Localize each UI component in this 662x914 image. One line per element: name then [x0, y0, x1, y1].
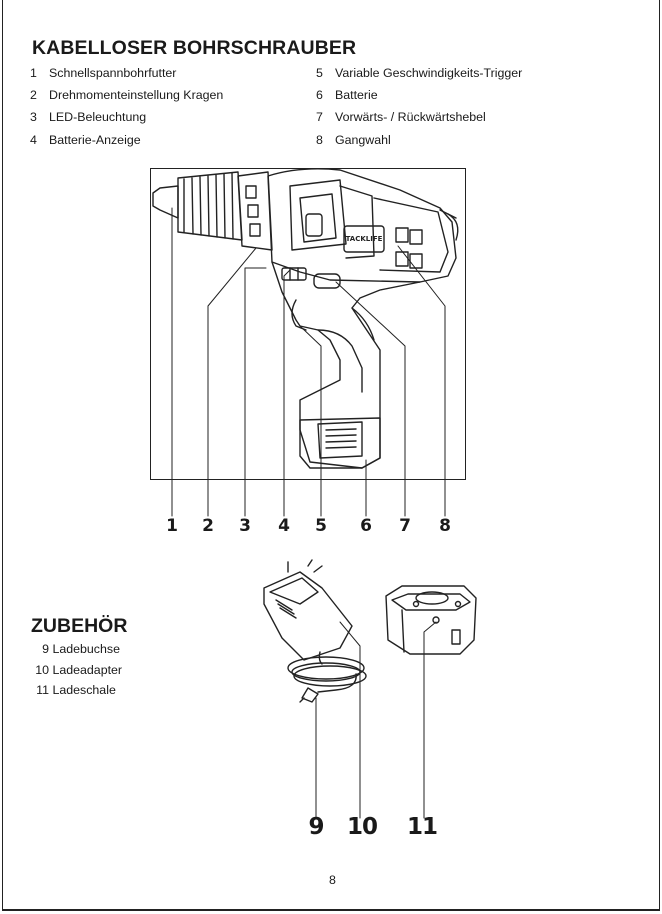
accessory-item: 10 Ladeadapter — [30, 660, 122, 681]
legend-number: 1 — [30, 62, 49, 84]
legend-number: 7 — [316, 106, 335, 128]
accessory-label: Ladeschale — [52, 683, 115, 697]
accessory-number: 11 — [30, 680, 49, 701]
accessory-label: Ladeadapter — [52, 663, 122, 677]
accessory-item: 9 Ladebuchse — [30, 639, 122, 660]
legend-number: 2 — [30, 84, 49, 106]
accessories-list: 9 Ladebuchse 10 Ladeadapter 11 Ladeschal… — [30, 639, 122, 701]
legend-number: 4 — [30, 129, 49, 151]
legend-label: Batterie-Anzeige — [49, 129, 141, 151]
page-title: KABELLOSER BOHRSCHRAUBER — [32, 37, 356, 60]
accessories-title: ZUBEHÖR — [31, 615, 127, 638]
legend-label: Vorwärts- / Rückwärtshebel — [335, 106, 486, 128]
legend-label: Variable Geschwindigkeits-Trigger — [335, 62, 522, 84]
callout-6: 6 — [360, 516, 372, 536]
callout-4: 4 — [278, 516, 290, 536]
legend-label: Schnellspannbohrfutter — [49, 62, 176, 84]
legend-label: Gangwahl — [335, 129, 391, 151]
callout-2: 2 — [202, 516, 214, 536]
legend-number: 6 — [316, 84, 335, 106]
legend-number: 3 — [30, 106, 49, 128]
legend-number: 5 — [316, 62, 335, 84]
accessory-number: 10 — [30, 660, 49, 681]
drill-diagram-frame — [150, 168, 466, 480]
page-number: 8 — [329, 873, 336, 887]
legend-label: LED-Beleuchtung — [49, 106, 146, 128]
callout-10: 10 — [347, 814, 377, 840]
legend-label: Batterie — [335, 84, 378, 106]
accessory-item: 11 Ladeschale — [30, 680, 122, 701]
callout-5: 5 — [315, 516, 327, 536]
accessory-label: Ladebuchse — [52, 642, 120, 656]
accessory-number: 9 — [30, 639, 49, 660]
callout-11: 11 — [407, 814, 437, 840]
callout-1: 1 — [166, 516, 178, 536]
legend-label: Drehmomenteinstellung Kragen — [49, 84, 223, 106]
legend-number: 8 — [316, 129, 335, 151]
callout-3: 3 — [239, 516, 251, 536]
callout-8: 8 — [439, 516, 451, 536]
callout-9: 9 — [308, 814, 323, 840]
callout-7: 7 — [399, 516, 411, 536]
